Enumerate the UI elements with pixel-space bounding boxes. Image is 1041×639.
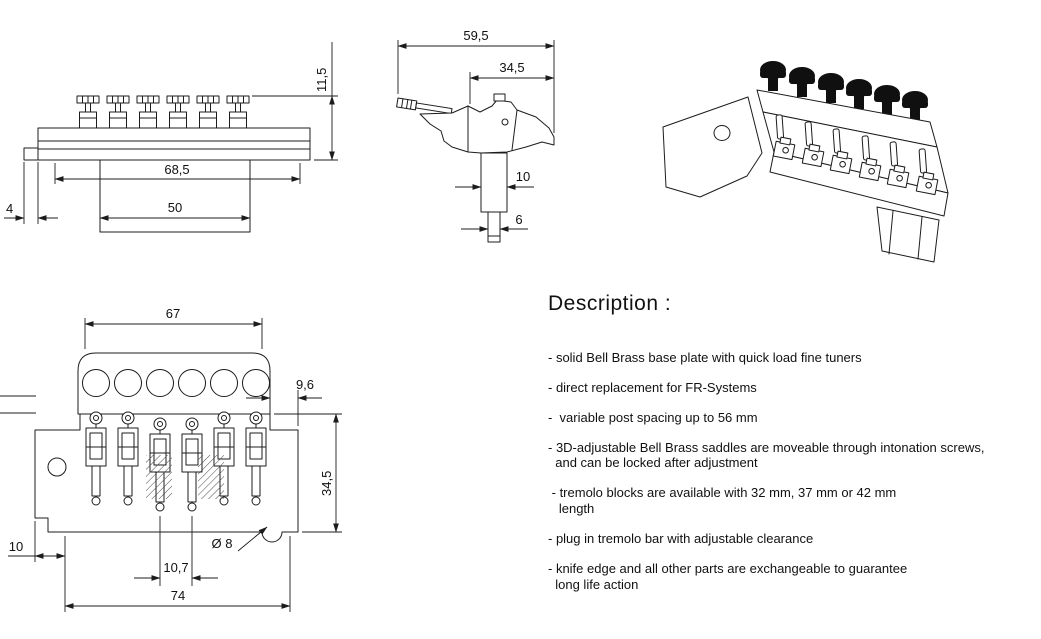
dim-section-front-depth: 34,5 [469,60,555,104]
front-back-plate [77,352,271,415]
dim-front-wing: 10 [8,521,66,612]
section-tremolo-block [480,152,508,213]
description-item: - direct replacement for FR-Systems [548,379,757,395]
mounting-hole [47,457,67,477]
dimension-label: 10,7 [163,560,188,575]
dim-front-hole-diameter: Ø 8 [212,526,268,552]
iso-sustain-block [876,206,940,263]
string-hole [242,369,270,397]
dimension-label: 10 [516,169,530,184]
dim-side-height: 11,5 [252,42,338,161]
dimension-label: 68,5 [164,162,189,177]
description-item: - variable post spacing up to 56 mm [548,409,758,425]
dim-section-rod-diameter: 6 [461,212,528,232]
description-item: - plug in tremolo bar with adjustable cl… [548,531,814,547]
front-view: 67 9,6 34,5 10 Ø 8 [0,306,342,612]
dim-front-total-width: 74 [64,536,291,612]
iso-mounting-flange [662,96,763,198]
side-view: 68,5 50 4 11,5 [4,42,338,233]
dimension-label: 9,6 [296,377,314,392]
dim-front-edge-offset: 9,6 [246,377,322,426]
side-base-plate [37,127,311,161]
dimension-label: 11,5 [314,68,329,92]
fine-tuner [106,95,130,129]
dimension-label: 50 [168,200,182,215]
dimension-label: 34,5 [319,471,334,496]
section-post [487,211,501,243]
description-item: - tremolo blocks are available with 32 m… [551,485,897,517]
dim-front-string-spacing: 10,7 [134,516,218,586]
fine-tuner [196,95,220,129]
fine-tuner [226,95,250,129]
hatched-area [146,455,172,499]
string-hole [82,369,110,397]
dim-front-plate-width: 67 [84,306,263,349]
string-hole [114,369,142,397]
dimension-label: 10 [9,539,23,554]
dimension-label: 74 [171,588,185,603]
fine-tuner [76,95,100,129]
description-panel: Description : - solid Bell Brass base pl… [548,292,1038,607]
dim-section-total-depth: 59,5 [397,28,555,133]
dimension-label: 4 [6,201,13,216]
isometric-view [662,61,949,263]
string-hole [210,369,238,397]
side-left-lip [23,147,39,161]
dim-side-block-width: 50 [99,200,251,221]
fine-tuner [166,95,190,129]
dim-side-plate-width: 68,5 [54,162,301,184]
dimension-label: 34,5 [499,60,524,75]
lock-screw [493,93,506,102]
iso-tuner-posts [775,114,928,174]
section-view: 59,5 34,5 10 6 [396,28,555,243]
string-hole [178,369,206,397]
description-item: - solid Bell Brass base plate with quick… [548,350,862,365]
dimension-label: Ø 8 [212,536,233,551]
dim-section-block-thickness: 10 [455,169,534,190]
hatched-area [198,455,224,499]
dim-front-height: 34,5 [274,413,342,533]
iso-fine-tuner-knobs [760,61,928,121]
description-item: - 3D-adjustable Bell Brass saddles are m… [548,439,985,471]
fine-tuner [136,95,160,129]
dimension-label: 67 [166,306,180,321]
iso-saddles [772,136,939,196]
string-hole [146,369,174,397]
description-title: Description : [548,292,672,315]
dimension-label: 59,5 [463,28,488,43]
fine-tuner-screw [396,97,453,115]
dim-side-lip: 4 [4,162,58,224]
section-body-profile [419,99,555,154]
dimension-label: 6 [515,212,522,227]
iso-mounting-hole [713,125,731,141]
description-item: - knife edge and all other parts are exc… [548,560,908,592]
